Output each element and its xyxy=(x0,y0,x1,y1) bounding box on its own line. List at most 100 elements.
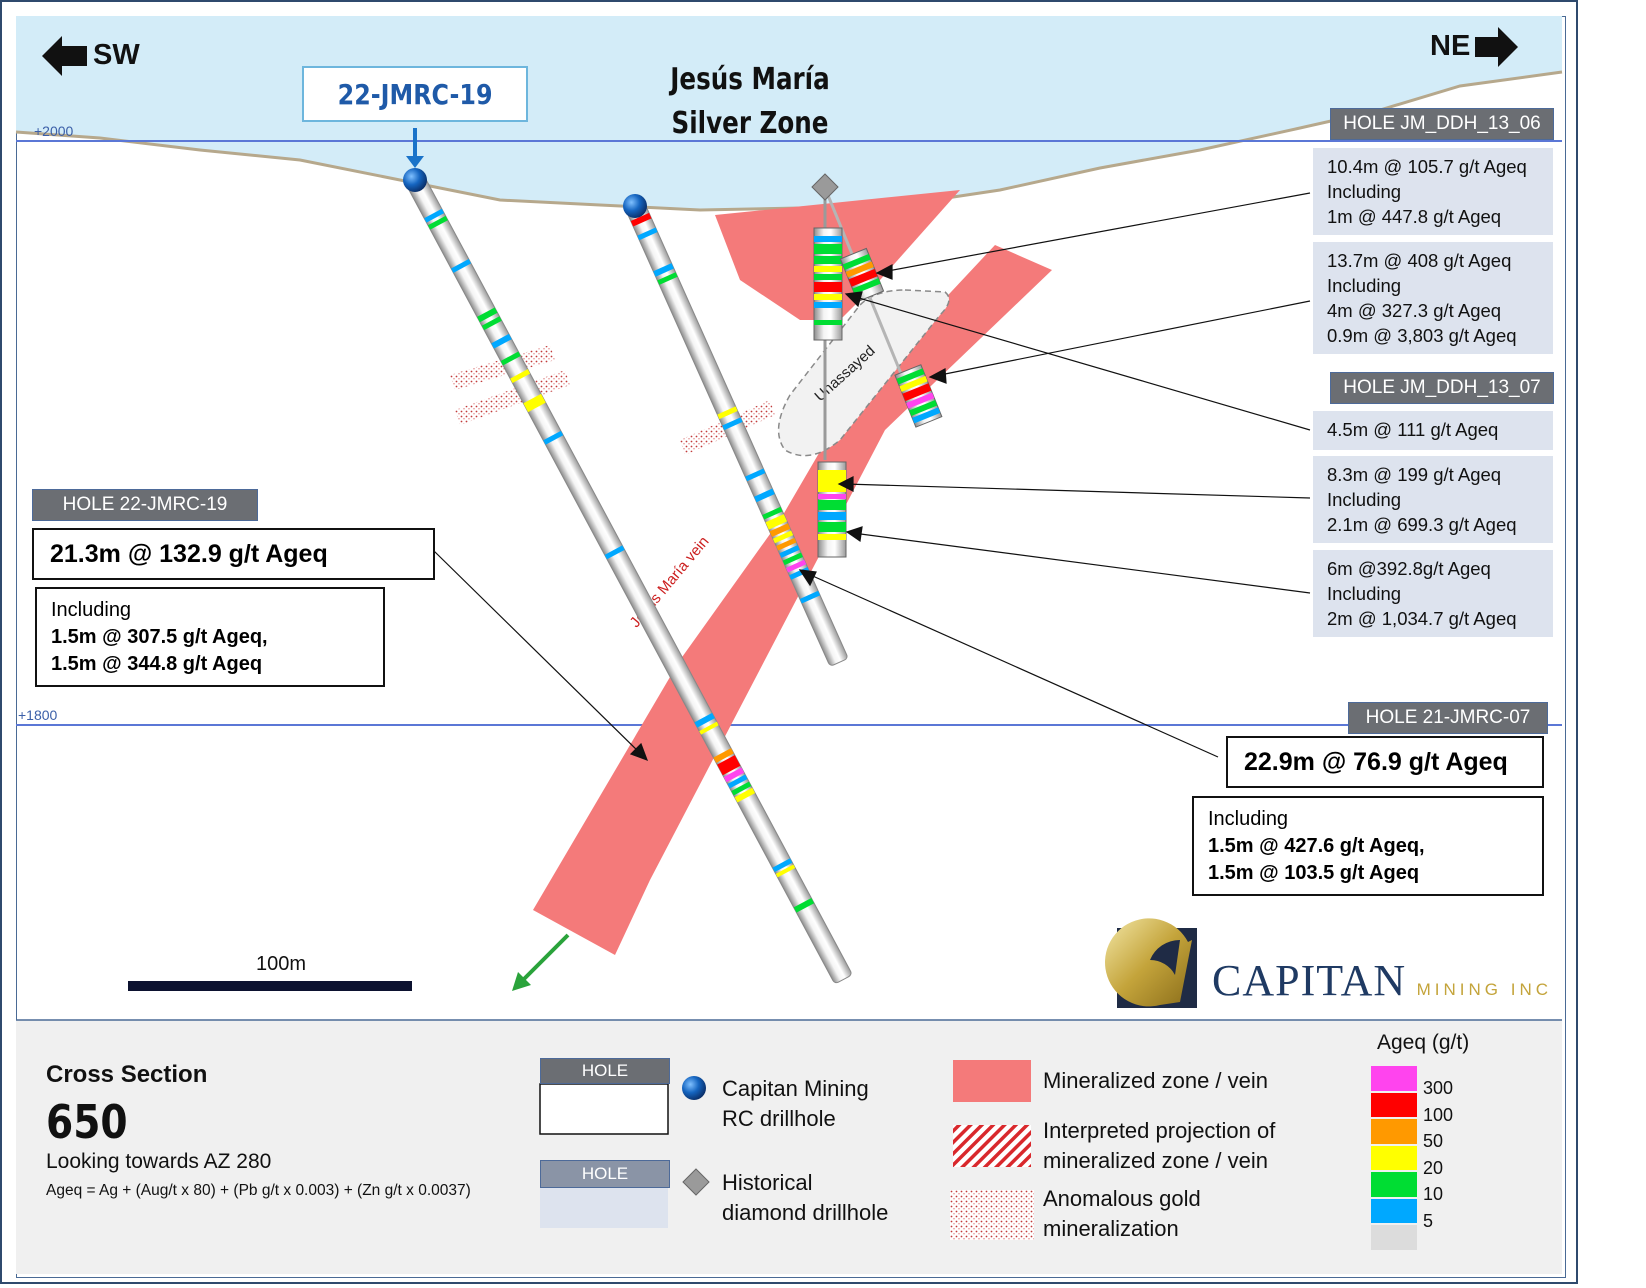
result-line: Including xyxy=(1327,489,1402,510)
arrow-left-icon xyxy=(42,36,87,76)
hole-tag-jm-ddh-13-07: HOLE JM_DDH_13_07 xyxy=(1330,372,1554,404)
including-line: 1.5m @ 344.8 g/t Ageq xyxy=(51,653,263,675)
result-line: 13.7m @ 408 g/t Ageq xyxy=(1327,250,1512,271)
logo-name: CAPITAN xyxy=(1212,956,1407,1005)
grade-swatch xyxy=(1371,1172,1417,1197)
grade-value: 50 xyxy=(1423,1131,1444,1151)
grade-swatch xyxy=(1371,1198,1417,1223)
legend-line: Capitan Mining xyxy=(722,1076,869,1101)
legend-hole-tag-new: HOLE xyxy=(540,1058,670,1084)
unassayed-zone xyxy=(777,289,950,457)
logo-text: CAPITAN MINING INC xyxy=(1212,955,1552,1006)
hole-jm-ddh-13-06-segment xyxy=(813,227,843,341)
result-13-07-c: 6m @392.8g/t Ageq Including 2m @ 1,034.7… xyxy=(1313,550,1553,637)
legend-anomalous-swatch xyxy=(950,1190,1034,1240)
legend-interpreted-swatch xyxy=(953,1125,1031,1167)
legend-mineralized-text: Mineralized zone / vein xyxy=(1043,1068,1269,1093)
result-line: 2m @ 1,034.7 g/t Ageq xyxy=(1327,608,1517,629)
collar-22-jmrc-19 xyxy=(403,168,427,192)
collar-label-box: 22-JMRC-19 xyxy=(302,66,528,122)
anomalous-gold-patch xyxy=(450,345,555,390)
title-line-1: Jesús María xyxy=(670,62,830,97)
legend-anomalous-text: Anomalous gold mineralization xyxy=(1043,1184,1201,1244)
anomalous-gold-patch xyxy=(455,370,570,425)
collar-21-jmrc-07 xyxy=(623,194,647,218)
including-label: Including xyxy=(1208,808,1289,830)
logo-suffix: MINING INC xyxy=(1416,980,1552,999)
legend-capitan-rc-text: Capitan Mining RC drillhole xyxy=(722,1074,869,1134)
result-line: 4.5m @ 111 g/t Ageq xyxy=(1327,419,1499,440)
including-line: 1.5m @ 307.5 g/t Ageq, xyxy=(51,626,268,648)
legend-panel xyxy=(16,1020,1562,1274)
result-line: 0.9m @ 3,803 g/t Ageq xyxy=(1327,325,1517,346)
elevation-label-lower: +1800 xyxy=(18,707,58,723)
legend-line: Historical xyxy=(722,1170,813,1195)
grade-value: 20 xyxy=(1423,1157,1444,1178)
grade-swatch xyxy=(1371,1145,1417,1170)
result-line: 10.4m @ 105.7 g/t Ageq xyxy=(1327,156,1527,177)
capitan-logo-mark xyxy=(1105,918,1197,1008)
grade-value: 5 xyxy=(1423,1210,1434,1231)
ageq-formula: Ageq = Ag + (Aug/t x 80) + (Pb g/t x 0.0… xyxy=(46,1182,471,1199)
looking-direction: Looking towards AZ 280 xyxy=(46,1150,272,1173)
result-13-06-b: 13.7m @ 408 g/t Ageq Including 4m @ 327.… xyxy=(1313,242,1553,354)
hole-jm-ddh-13-06-segment-2 xyxy=(839,247,885,303)
legend-hole-box-new xyxy=(539,1083,669,1135)
grade-value: 300 xyxy=(1423,1078,1454,1098)
including-22-jmrc-19: Including 1.5m @ 307.5 g/t Ageq, 1.5m @ … xyxy=(35,587,385,687)
collar-pointer-arrowhead xyxy=(406,156,424,168)
grade-value: 100 xyxy=(1423,1104,1454,1125)
including-label: Including xyxy=(51,599,132,621)
result-line: 6m @392.8g/t Ageq xyxy=(1327,558,1491,579)
grade-swatch xyxy=(1371,1119,1417,1144)
section-number: 650 xyxy=(46,1095,128,1149)
result-line: Including xyxy=(1327,275,1402,296)
historical-collar-diamond xyxy=(811,173,839,201)
title-line-2: Silver Zone xyxy=(671,106,829,141)
legend-line: RC drillhole xyxy=(722,1106,836,1131)
legend-historical-text: Historical diamond drillhole xyxy=(722,1168,888,1228)
cross-section-label: Cross Section xyxy=(46,1061,208,1088)
including-line: 1.5m @ 427.6 g/t Ageq, xyxy=(1208,835,1425,857)
direction-sw-label: SW xyxy=(93,39,140,71)
leader-lines xyxy=(433,192,1311,762)
hole-jm-ddh-13-07-segment xyxy=(817,461,847,558)
legend-line: Interpreted projection of xyxy=(1043,1118,1276,1143)
scale-bar-label: 100m xyxy=(256,953,307,975)
legend-line: diamond drillhole xyxy=(722,1200,889,1225)
grade-swatch xyxy=(1371,1092,1417,1117)
legend-historical-diamond xyxy=(682,1168,710,1196)
dip-direction-arrow xyxy=(521,933,570,982)
result-13-07-b: 8.3m @ 199 g/t Ageq Including 2.1m @ 699… xyxy=(1313,456,1553,543)
collar-label: 22-JMRC-19 xyxy=(337,78,493,111)
result-13-06-a: 10.4m @ 105.7 g/t Ageq Including 1m @ 44… xyxy=(1313,148,1553,235)
sky-area xyxy=(16,16,1562,210)
jesus-maria-vein xyxy=(533,245,1052,955)
section-title: Jesús María Silver Zone xyxy=(660,58,840,146)
result-line: 8.3m @ 199 g/t Ageq xyxy=(1327,464,1502,485)
legend-mineralized-swatch xyxy=(953,1060,1031,1102)
hole-tag-21-jmrc-07: HOLE 21-JMRC-07 xyxy=(1348,702,1548,734)
hole-tag-22-jmrc-19: HOLE 22-JMRC-19 xyxy=(32,489,258,521)
result-line: 2.1m @ 699.3 g/t Ageq xyxy=(1327,514,1517,535)
including-21-jmrc-07: Including 1.5m @ 427.6 g/t Ageq, 1.5m @ … xyxy=(1192,796,1544,896)
legend-hole-box-hist xyxy=(540,1188,668,1228)
result-line: Including xyxy=(1327,583,1402,604)
legend-interpreted-text: Interpreted projection of mineralized zo… xyxy=(1043,1116,1275,1176)
including-line: 1.5m @ 103.5 g/t Ageq xyxy=(1208,862,1420,884)
hole-tag-jm-ddh-13-06: HOLE JM_DDH_13_06 xyxy=(1330,108,1554,140)
result-line: Including xyxy=(1327,181,1402,202)
legend-line: Anomalous gold xyxy=(1043,1186,1201,1211)
result-13-07-a: 4.5m @ 111 g/t Ageq xyxy=(1313,411,1553,450)
legend-line: mineralization xyxy=(1043,1216,1179,1241)
scale-bar xyxy=(128,981,412,991)
headline-22-jmrc-19: 21.3m @ 132.9 g/t Ageq xyxy=(32,528,435,580)
grade-swatch xyxy=(1371,1066,1417,1091)
result-line: 4m @ 327.3 g/t Ageq xyxy=(1327,300,1502,321)
legend-line: mineralized zone / vein xyxy=(1043,1148,1269,1173)
dip-direction-arrowhead xyxy=(512,972,531,991)
headline-21-jmrc-07: 22.9m @ 76.9 g/t Ageq xyxy=(1226,736,1544,788)
drillhole-21-jmrc-07 xyxy=(626,202,848,666)
elevation-label-upper: +2000 xyxy=(34,123,74,139)
